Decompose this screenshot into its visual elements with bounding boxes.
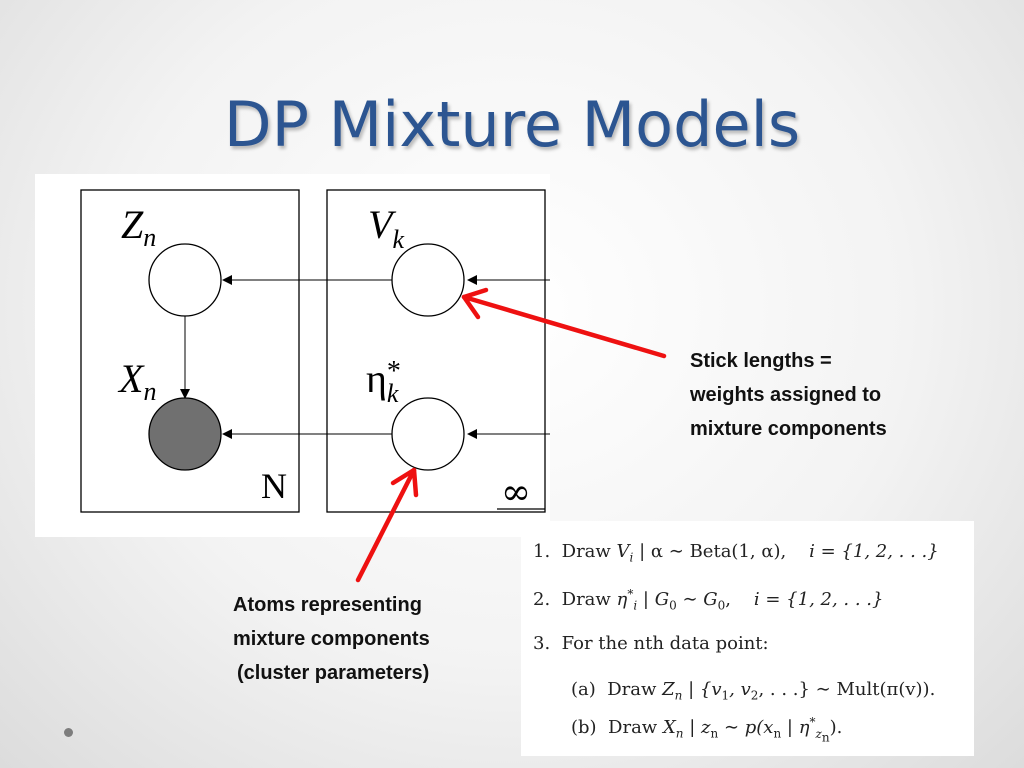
equation-step-3: 3. For the nth data point: [533,633,769,654]
label-v: Vk [368,202,404,254]
callout-atoms-line-3: (cluster parameters) [237,662,430,684]
slide-title: DP Mixture Models [223,88,801,161]
label-z: Zn [121,202,156,252]
callout-stick-line-1: Stick lengths = [690,350,832,372]
plate-n-label: N [261,466,287,506]
callout-stick-line-2: weights assigned to [690,384,882,406]
node-eta [391,397,465,471]
node-z [148,243,222,317]
equation-step-3a: (a) Draw Zn | {v1, v2, . . .} ∼ Mult(π(v… [571,679,936,703]
label-eta: η*k [366,356,401,408]
callout-stick-line-3: mixture components [690,418,887,440]
callout-atoms-line-1: Atoms representing [233,594,422,616]
generative-process-box: 1. Draw Vi | α ∼ Beta(1, α), i = {1, 2, … [521,521,974,756]
callout-atoms: Atoms representing mixture components (c… [233,588,493,690]
slide-bullet-dot [64,728,73,737]
label-x: Xn [117,356,156,406]
equation-step-2: 2. Draw η*i | G0 ∼ G0, i = {1, 2, . . .} [533,587,884,613]
plate-k-label: ∞ [501,472,531,513]
equation-step-3b: (b) Draw Xn | zn ∼ p(xn | η*zn). [571,715,843,744]
node-x [148,397,222,471]
callout-atoms-line-2: mixture components [233,628,430,650]
callout-stick-lengths: Stick lengths = weights assigned to mixt… [690,344,990,446]
plate-n [80,189,300,513]
graphical-model-svg: Zn Xn Vk η*k α λ N ∞ [80,189,550,513]
node-v [391,243,465,317]
graphical-model-diagram: Zn Xn Vk η*k α λ N ∞ [35,174,550,537]
equation-step-1: 1. Draw Vi | α ∼ Beta(1, α), i = {1, 2, … [533,541,939,565]
